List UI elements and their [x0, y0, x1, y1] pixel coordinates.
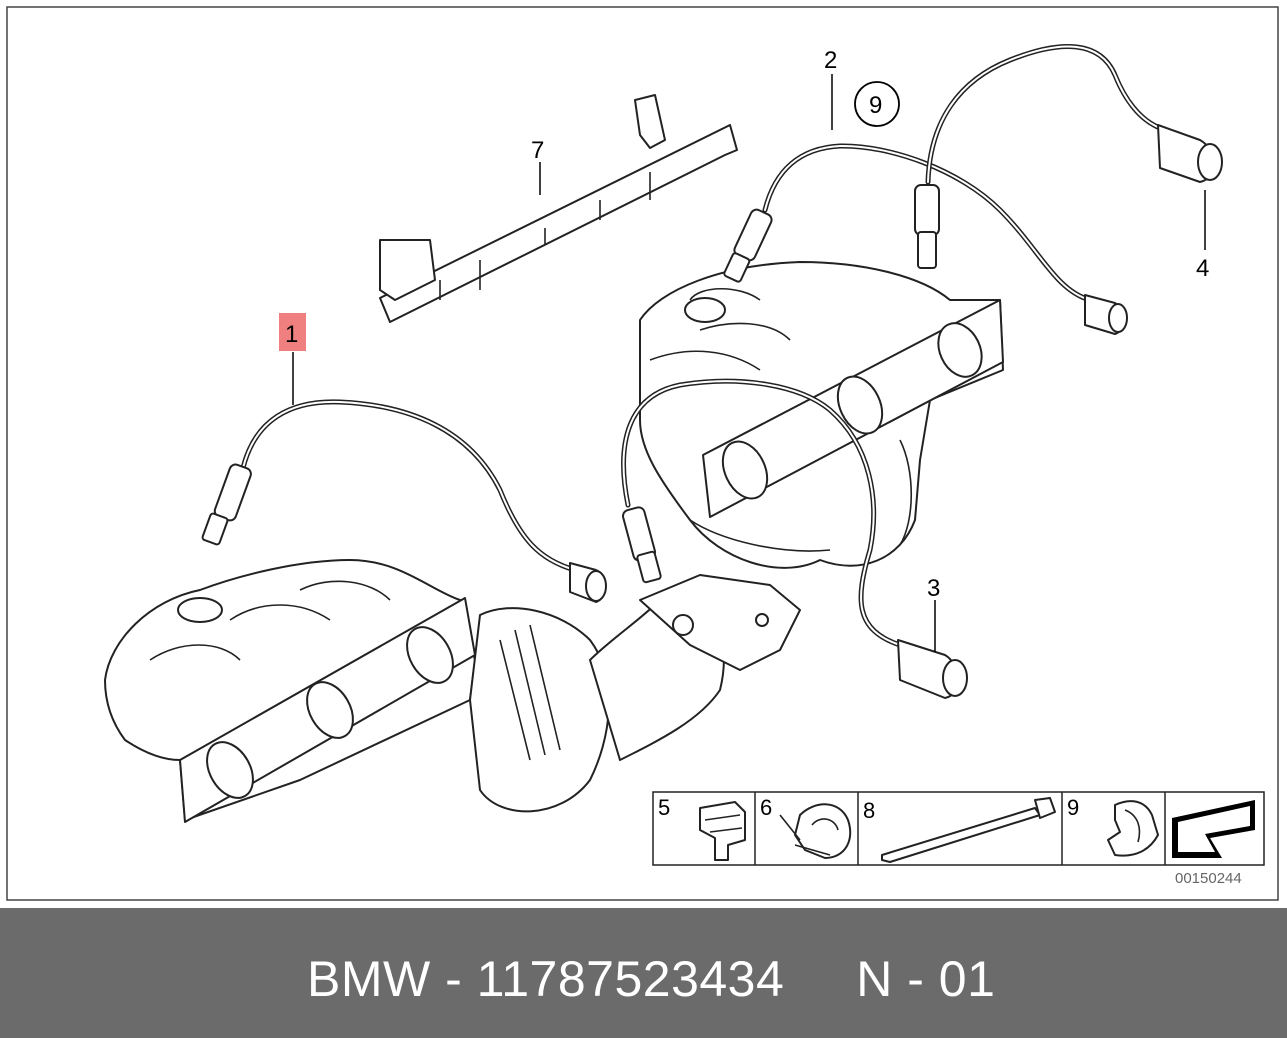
- cable-bracket-7: [379, 94, 738, 323]
- callout-7[interactable]: 7: [531, 137, 544, 164]
- legend-item-9[interactable]: 9: [1067, 795, 1159, 857]
- small-parts-legend: 5 6 8 9: [652, 791, 1265, 866]
- legend-number-5: 5: [658, 795, 670, 820]
- rear-exhaust-manifold: [639, 261, 1004, 569]
- front-exhaust-manifold: [104, 559, 801, 823]
- diagram-frame: [6, 6, 1279, 901]
- legend-item-8[interactable]: 8: [863, 797, 1056, 863]
- next-arrow-icon[interactable]: [1172, 800, 1255, 858]
- parts-diagram: 1 2 3 4 7 9 5 6 8 9: [6, 6, 1279, 901]
- footer-bar: [0, 908, 1287, 1038]
- legend-number-6: 6: [760, 795, 772, 820]
- callout-9-circle: [854, 81, 900, 127]
- oxygen-sensor-3: [621, 378, 968, 699]
- oxygen-sensor-4: [914, 44, 1223, 269]
- legend-item-5[interactable]: 5: [658, 795, 746, 861]
- part-number-label: BMW - 11787523434 N - 01: [307, 951, 996, 1007]
- callout-4[interactable]: 4: [1196, 255, 1209, 282]
- callout-2[interactable]: 2: [824, 47, 837, 74]
- oxygen-sensor-1: [201, 399, 607, 603]
- legend-number-9: 9: [1067, 795, 1079, 820]
- callout-1[interactable]: 1: [285, 321, 298, 348]
- callout-1-highlight: [279, 313, 306, 351]
- legend-number-8: 8: [863, 798, 875, 823]
- legend-item-6[interactable]: 6: [760, 795, 852, 859]
- leader-lines: [292, 74, 1206, 652]
- diagram-code: 00150244: [1175, 870, 1242, 887]
- callout-9[interactable]: 9: [869, 92, 882, 119]
- callout-3[interactable]: 3: [927, 575, 940, 602]
